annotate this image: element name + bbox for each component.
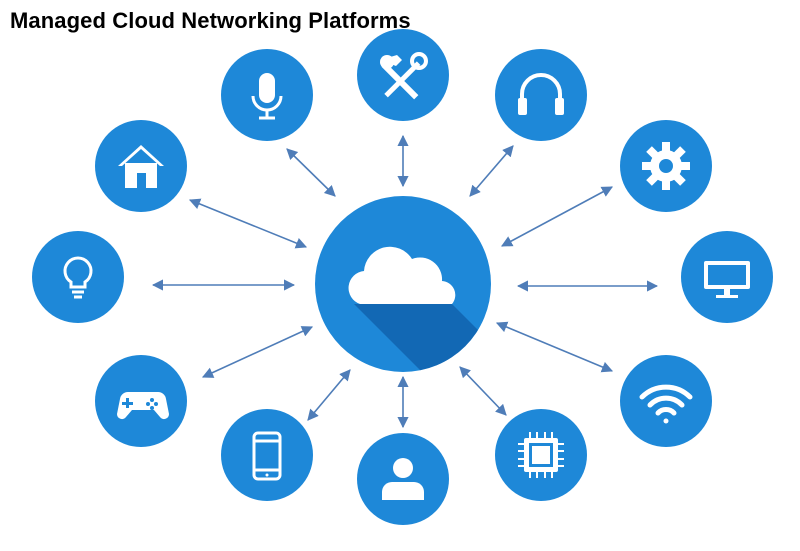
node-light[interactable] [32,231,124,323]
house-icon [118,145,164,188]
lightbulb-icon [63,256,93,299]
gear-icon [642,142,690,190]
node-settings[interactable] [620,120,712,212]
node-monitor[interactable] [681,231,773,323]
headphones-icon [518,73,564,115]
arrow-phone [307,369,351,421]
node-gamepad[interactable] [95,355,187,447]
node-chip[interactable] [495,409,587,501]
node-headphones[interactable] [495,49,587,141]
smartphone-icon [252,431,282,481]
arrow-home [188,198,308,249]
arrow-gamepad [201,326,314,378]
arrow-chip [459,366,507,416]
page-title: Managed Cloud Networking Platforms [10,8,411,33]
node-user[interactable] [357,433,449,525]
wifi-icon [639,384,693,424]
node-home[interactable] [95,120,187,212]
arrow-wifi [495,321,614,373]
arrow-headphones [469,145,514,197]
node-tools[interactable] [357,29,449,121]
microphone-icon [251,73,283,120]
arrow-settings [501,186,613,247]
gamepad-icon [117,391,169,420]
cloud-hub[interactable] [315,196,520,372]
arrow-microphone [286,148,336,197]
node-microphone[interactable] [221,49,313,141]
hammer-wrench-icon [380,52,428,100]
connector-arrows [151,134,659,429]
user-icon [382,458,424,500]
node-wifi[interactable] [620,355,712,447]
cloud-icon [348,246,456,304]
node-phone[interactable] [221,409,313,501]
microchip-icon [518,432,564,478]
monitor-icon [704,261,750,298]
